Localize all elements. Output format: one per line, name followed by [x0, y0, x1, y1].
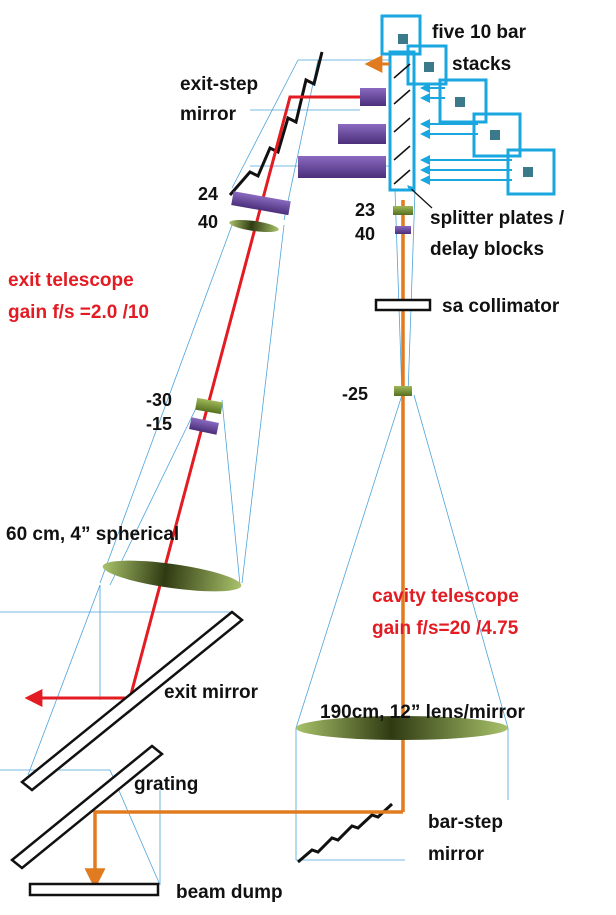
label-beam-dump: beam dump [176, 882, 283, 903]
label-splitter-2: delay blocks [430, 239, 544, 260]
exit-beam [24, 95, 360, 707]
label-exit-step-2: mirror [180, 104, 237, 125]
label-exit-step-1: exit-step [180, 74, 258, 95]
label-stacks-1: five 10 bar [432, 22, 527, 43]
label-exit-mirror: exit mirror [164, 682, 259, 703]
exit-step-mirror [228, 51, 324, 196]
label-spherical: 60 cm, 4” spherical [6, 524, 179, 545]
num-right-lower: -25 [342, 384, 368, 404]
delay-blocks-top [298, 88, 386, 178]
num-left-upper-a: 24 [198, 184, 218, 204]
label-sa-collimator: sa collimator [442, 296, 560, 317]
bar-step-mirror [297, 802, 394, 864]
beam-dump [28, 882, 160, 897]
num-left-lower-a: -30 [146, 390, 172, 410]
num-left-upper-b: 40 [198, 212, 218, 232]
grating [10, 744, 164, 870]
num-right-upper-b: 40 [355, 224, 375, 244]
num-right-upper-a: 23 [355, 200, 375, 220]
label-bar-step-1: bar-step [428, 812, 503, 833]
label-exit-telescope-2: gain f/s =2.0 /10 [8, 302, 149, 323]
label-cavity-telescope-2: gain f/s=20 /4.75 [372, 618, 519, 639]
label-exit-telescope-1: exit telescope [8, 270, 134, 291]
bar-stacks [380, 14, 556, 196]
text-labels: five 10 bar stacks exit-step mirror 24 4… [6, 22, 565, 903]
label-splitter-1: splitter plates / [430, 208, 565, 229]
guide-lines [0, 59, 509, 886]
splitter-pointer [407, 185, 433, 209]
label-grating: grating [134, 774, 198, 795]
cavity-optics [296, 206, 508, 740]
exit-optics [102, 191, 291, 592]
label-cavity-telescope-1: cavity telescope [372, 586, 519, 607]
exit-mirror [20, 610, 244, 792]
label-bar-step-2: mirror [428, 844, 485, 865]
label-stacks-2: stacks [452, 54, 511, 75]
num-left-lower-b: -15 [146, 414, 172, 434]
label-big-lens: 190cm, 12” lens/mirror [320, 702, 525, 723]
